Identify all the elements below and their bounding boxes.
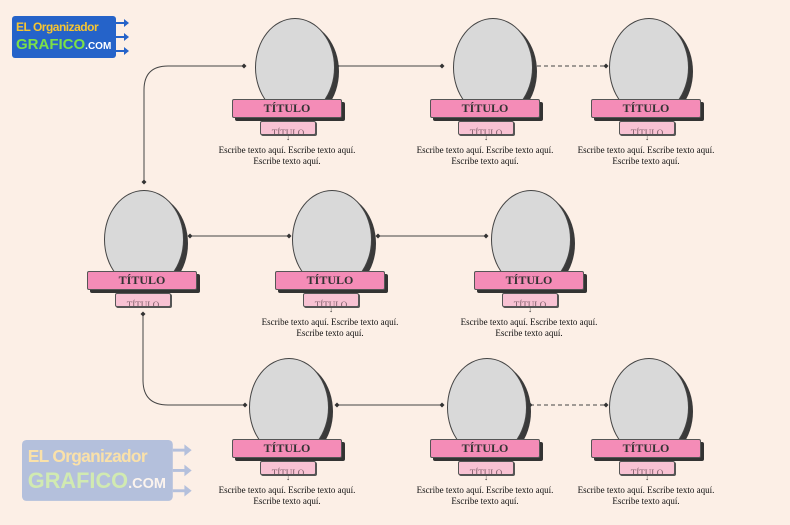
node-title[interactable]: TÍTULO	[232, 439, 342, 458]
connector-left-top	[141, 63, 247, 185]
node-subtitle[interactable]: TÍTULO	[115, 293, 171, 307]
node-row1-col2: TÍTULO TÍTULO ↓ Escribe texto aquí. Escr…	[417, 18, 560, 178]
node-subtitle[interactable]: TÍTULO	[260, 121, 316, 135]
arrow-down-icon: ↓	[484, 133, 488, 142]
logo-line1: EL Organizador	[16, 20, 99, 34]
node-text[interactable]: Escribe texto aquí. Escribe texto aquí. …	[218, 145, 356, 166]
connector-left-bottom	[140, 311, 248, 408]
logo: EL Organizador GRAFICO.COM	[12, 16, 129, 58]
node-text[interactable]: Escribe texto aquí. Escribe texto aquí. …	[218, 485, 356, 506]
arrow-down-icon: ↓	[286, 473, 290, 482]
node-title[interactable]: TÍTULO	[474, 271, 584, 290]
node-row3-col1: TÍTULO TÍTULO ↓ Escribe texto aquí. Escr…	[219, 358, 362, 518]
node-title[interactable]: TÍTULO	[430, 439, 540, 458]
node-title[interactable]: TÍTULO	[275, 271, 385, 290]
watermark-line2: GRAFICO.COM	[27, 469, 166, 494]
node-text[interactable]: Escribe texto aquí. Escribe texto aquí. …	[577, 145, 715, 166]
logo-line2: GRAFICO.COM	[16, 36, 112, 53]
logo-watermark: EL Organizador GRAFICO.COM	[22, 440, 192, 501]
node-row2-col2: TÍTULO TÍTULO ↓ Escribe texto aquí. Escr…	[262, 190, 405, 350]
node-title[interactable]: TÍTULO	[430, 99, 540, 118]
arrow-down-icon: ↓	[645, 133, 649, 142]
node-text[interactable]: Escribe texto aquí. Escribe texto aquí. …	[261, 317, 399, 338]
arrow-down-icon: ↓	[645, 473, 649, 482]
node-title[interactable]: TÍTULO	[591, 439, 701, 458]
arrow-down-icon: ↓	[329, 305, 333, 314]
node-subtitle[interactable]: TÍTULO	[502, 293, 558, 307]
arrow-down-icon: ↓	[484, 473, 488, 482]
node-text[interactable]: Escribe texto aquí. Escribe texto aquí. …	[416, 145, 554, 166]
node-row3-col2: TÍTULO TÍTULO ↓ Escribe texto aquí. Escr…	[417, 358, 560, 518]
node-subtitle[interactable]: TÍTULO	[303, 293, 359, 307]
node-title[interactable]: TÍTULO	[591, 99, 701, 118]
node-subtitle[interactable]: TÍTULO	[458, 461, 514, 475]
node-text[interactable]: Escribe texto aquí. Escribe texto aquí. …	[416, 485, 554, 506]
node-subtitle[interactable]: TÍTULO	[458, 121, 514, 135]
node-title[interactable]: TÍTULO	[232, 99, 342, 118]
node-text[interactable]: Escribe texto aquí. Escribe texto aquí. …	[577, 485, 715, 506]
node-row3-col3: TÍTULO TÍTULO ↓ Escribe texto aquí. Escr…	[578, 358, 721, 518]
node-row1-col3: TÍTULO TÍTULO ↓ Escribe texto aquí. Escr…	[578, 18, 721, 178]
arrow-down-icon: ↓	[286, 133, 290, 142]
node-row2-col3: TÍTULO TÍTULO ↓ Escribe texto aquí. Escr…	[461, 190, 604, 350]
node-row2-col1: TÍTULO TÍTULO	[87, 190, 217, 350]
node-title[interactable]: TÍTULO	[87, 271, 197, 290]
node-subtitle[interactable]: TÍTULO	[619, 461, 675, 475]
node-row1-col1: TÍTULO TÍTULO ↓ Escribe texto aquí. Escr…	[219, 18, 362, 178]
arrow-down-icon: ↓	[528, 305, 532, 314]
node-subtitle[interactable]: TÍTULO	[260, 461, 316, 475]
node-text[interactable]: Escribe texto aquí. Escribe texto aquí. …	[460, 317, 598, 338]
node-subtitle[interactable]: TÍTULO	[619, 121, 675, 135]
watermark-line1: EL Organizador	[27, 445, 148, 467]
